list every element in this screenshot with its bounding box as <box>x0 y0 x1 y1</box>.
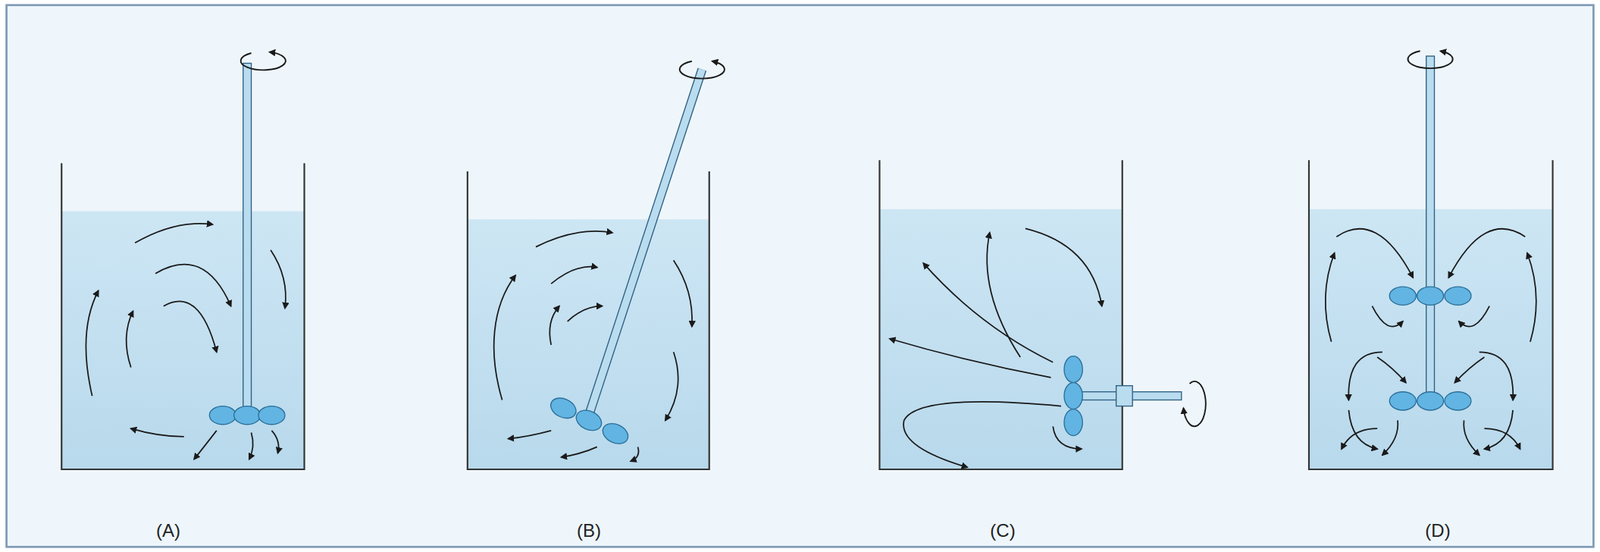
tank-a <box>61 52 304 470</box>
impeller-blade <box>1444 286 1472 305</box>
impeller <box>1389 286 1472 411</box>
impeller-blade <box>1064 409 1083 436</box>
flow-arrow <box>1527 253 1537 342</box>
rotation-arrow <box>1183 381 1206 426</box>
panel-label: (A) <box>156 519 181 542</box>
flow-arrow <box>1454 356 1485 383</box>
flow-arrow <box>567 306 603 322</box>
flow-arrow <box>1336 228 1413 278</box>
impeller-blade <box>599 419 632 448</box>
flow-arrow <box>1341 428 1378 449</box>
flow-arrow <box>1484 428 1520 449</box>
shaft <box>588 69 703 419</box>
impeller-blade <box>1417 391 1444 411</box>
impeller-blade <box>1389 391 1416 411</box>
panel-label: (D) <box>1424 519 1450 542</box>
flow-arrow <box>271 430 279 454</box>
flow-arrow <box>155 264 232 307</box>
tank-d <box>1308 50 1554 470</box>
panel-label: (C) <box>989 519 1015 542</box>
svg-part <box>494 231 692 461</box>
impeller-blade <box>1417 286 1444 305</box>
tank-wall <box>879 159 1122 470</box>
impeller-blade <box>1389 286 1416 305</box>
flow-arrow <box>1377 356 1406 383</box>
impeller-blade <box>234 406 261 425</box>
frame-panel <box>6 5 1594 548</box>
liquid <box>879 209 1122 470</box>
shaft <box>1426 56 1435 404</box>
flow-arrow <box>1325 253 1335 342</box>
flow-arrow <box>903 401 1062 467</box>
impeller-blade <box>1064 382 1083 410</box>
flow-arrow <box>1348 410 1378 449</box>
flow-arrow <box>630 446 639 461</box>
shaft-seal <box>1116 385 1134 407</box>
flow-arrow <box>1479 351 1514 400</box>
impeller-blade <box>209 406 236 425</box>
svg-part <box>85 223 286 460</box>
flow-arrow <box>131 428 185 437</box>
flow-arrow <box>508 430 552 439</box>
flow-arrow <box>194 430 217 460</box>
svg-part <box>1325 228 1537 455</box>
rotation-arrow <box>679 61 725 79</box>
flow-arrow <box>1371 306 1403 327</box>
flow-arrow <box>1382 419 1398 455</box>
svg-part <box>889 228 1103 467</box>
flow-arrow <box>1484 410 1513 449</box>
rotation-arrow <box>241 52 286 71</box>
flow-arrow <box>1459 306 1490 327</box>
liquid <box>61 211 304 470</box>
flow-arrow <box>163 300 217 352</box>
flow-arrow <box>561 446 598 457</box>
impeller <box>547 394 632 448</box>
flow-arrow <box>1052 425 1082 449</box>
flow-arrow <box>535 231 613 248</box>
panel-label: (B) <box>576 519 602 542</box>
tank-c <box>879 159 1206 470</box>
flow-arrow <box>270 250 286 309</box>
flow-arrow <box>673 259 692 326</box>
flow-arrow <box>1025 228 1103 306</box>
impeller <box>209 406 285 425</box>
flow-arrow <box>986 232 1021 357</box>
tank-b <box>467 61 725 470</box>
tank-wall <box>467 171 710 470</box>
impeller <box>1064 356 1083 436</box>
rotation-arrow <box>1408 50 1453 69</box>
impeller-blade <box>572 406 605 435</box>
impeller-blade <box>258 406 285 425</box>
liquid <box>467 219 710 470</box>
impeller-blade <box>547 394 580 423</box>
flow-arrow <box>549 306 560 345</box>
shaft <box>243 62 252 414</box>
impeller-blade <box>1064 356 1083 383</box>
impeller-blade <box>1444 391 1472 411</box>
flow-arrow <box>551 266 598 284</box>
flow-arrow <box>1348 351 1383 400</box>
flow-arrow <box>1448 228 1525 278</box>
flow-arrow <box>134 223 213 243</box>
flow-arrow <box>494 275 516 400</box>
shaft-edge <box>588 69 703 419</box>
flow-arrow <box>126 310 134 367</box>
flow-arrow <box>85 291 98 397</box>
flow-arrow <box>1463 419 1479 455</box>
flow-arrow <box>889 338 1052 378</box>
flow-arrow <box>665 351 679 420</box>
flow-arrow <box>249 432 254 460</box>
tank-wall <box>61 162 304 470</box>
